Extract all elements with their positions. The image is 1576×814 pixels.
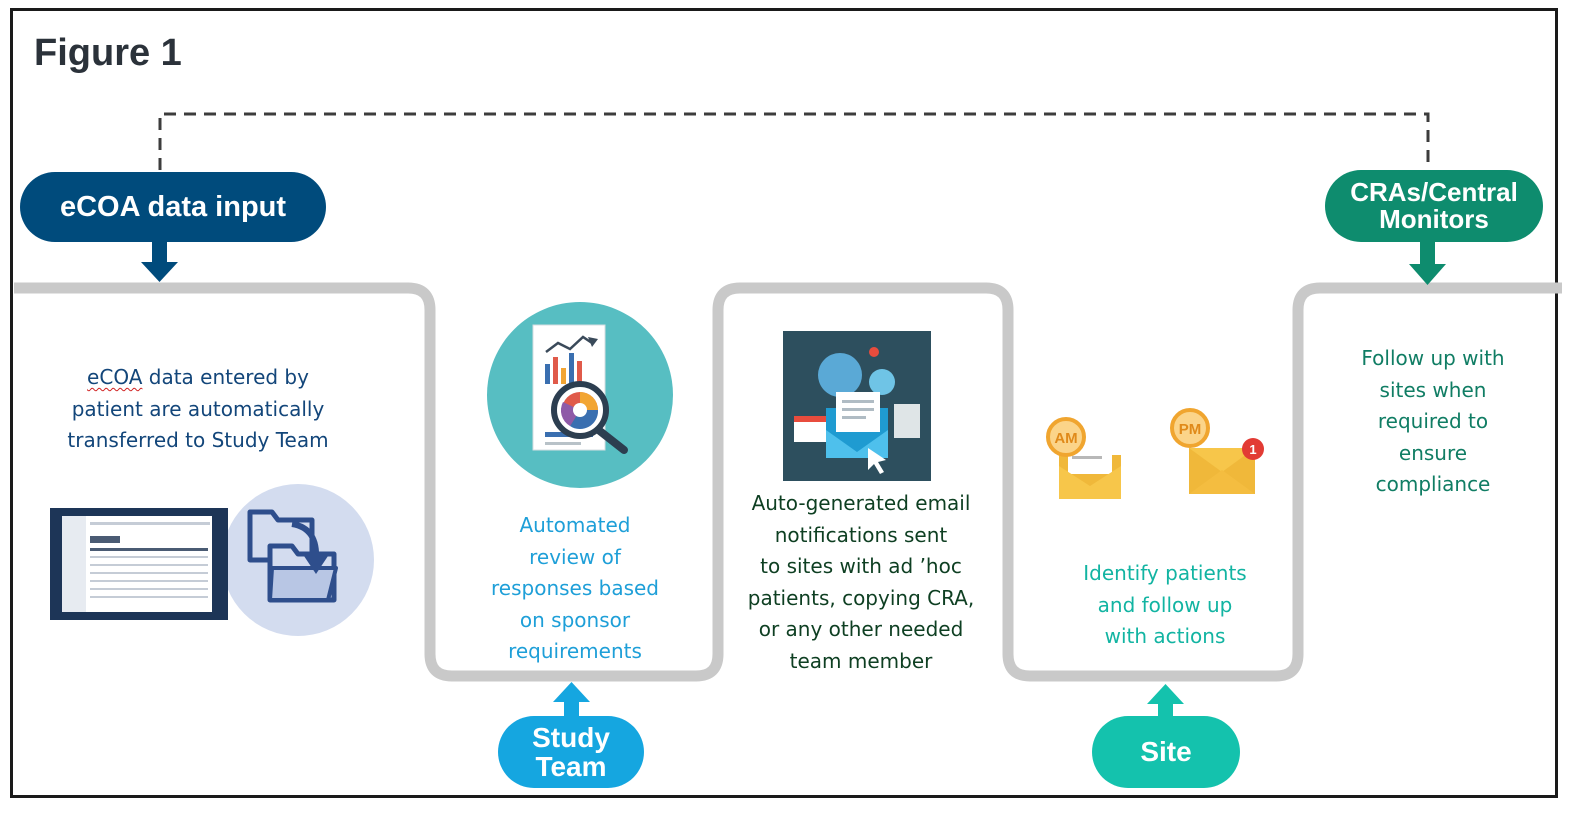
report-magnifier-icon xyxy=(487,302,673,488)
automated-review-description: Automated review of responses based on s… xyxy=(455,510,695,668)
feedback-dashed-line xyxy=(158,112,1430,170)
email-notifications-line: notifications sent xyxy=(774,522,948,547)
ecoa-word: eCOA xyxy=(87,365,143,389)
site-label: Site xyxy=(1140,736,1192,768)
study-team-label-line1: Study xyxy=(532,721,610,753)
cra-followup-line: required to xyxy=(1377,409,1489,433)
ecoa-entry-description: eCOA data entered by patient are automat… xyxy=(36,362,360,457)
process-track-line xyxy=(14,282,1562,682)
email-notifications-line: team member xyxy=(789,648,933,673)
cra-followup-description: Follow up with sites when required to en… xyxy=(1318,343,1548,501)
ecoa-entry-line3: transferred to Study Team xyxy=(67,428,329,452)
study-team-label-line2: Team xyxy=(535,751,607,782)
automated-review-line: Automated xyxy=(519,513,631,537)
cra-followup-line: sites when xyxy=(1379,377,1487,402)
automated-review-line: review of xyxy=(529,544,621,569)
email-notifications-line: to sites with ad ’hoc xyxy=(760,554,962,578)
site-followup-line: with actions xyxy=(1104,624,1226,648)
cra-down-arrow xyxy=(1409,238,1446,285)
ecoa-entry-line1: eCOA data entered by xyxy=(36,362,360,394)
email-notifications-line: Auto-generated email xyxy=(751,491,971,515)
automated-review-line: responses based xyxy=(491,576,659,600)
study-team-pill: Study Team xyxy=(498,716,644,788)
email-notification-icon xyxy=(783,331,931,481)
site-followup-description: Identify patients and follow up with act… xyxy=(1040,558,1290,653)
site-followup-line: Identify patients xyxy=(1083,561,1247,585)
am-pm-envelope-icon xyxy=(1046,408,1264,499)
ecoa-down-arrow xyxy=(141,236,178,282)
ecoa-entry-line2: patient are automatically xyxy=(71,396,325,421)
ecoa-data-input-label: eCOA data input xyxy=(59,190,287,223)
cra-followup-line: Follow up with xyxy=(1361,346,1505,370)
pm-label: PM xyxy=(1179,421,1202,438)
email-notifications-description: Auto-generated email notifications sent … xyxy=(728,488,994,677)
automated-review-line: requirements xyxy=(508,639,642,663)
automated-review-line: on sponsor xyxy=(519,607,631,632)
cra-monitors-label-line1: CRAs/Central xyxy=(1350,176,1518,207)
email-notifications-line: patients, copying CRA, xyxy=(747,585,975,610)
am-label: AM xyxy=(1054,430,1077,447)
cra-monitors-pill: CRAs/Central Monitors xyxy=(1325,170,1543,242)
cra-followup-line: ensure xyxy=(1398,440,1468,465)
email-notifications-line: or any other needed xyxy=(758,617,964,641)
site-pill: Site xyxy=(1092,716,1240,788)
cra-followup-line: compliance xyxy=(1375,472,1491,496)
figure-frame xyxy=(10,8,1558,798)
figure-title: Figure 1 xyxy=(34,32,182,74)
dashboard-folder-transfer-icon xyxy=(50,484,374,636)
ecoa-data-input-pill: eCOA data input xyxy=(20,172,326,242)
ecoa-entry-line1-rest: data entered by xyxy=(142,365,309,389)
cra-monitors-label-line2: Monitors xyxy=(1379,204,1489,234)
notification-count-badge: 1 xyxy=(1249,442,1256,457)
site-followup-line: and follow up xyxy=(1097,592,1233,617)
